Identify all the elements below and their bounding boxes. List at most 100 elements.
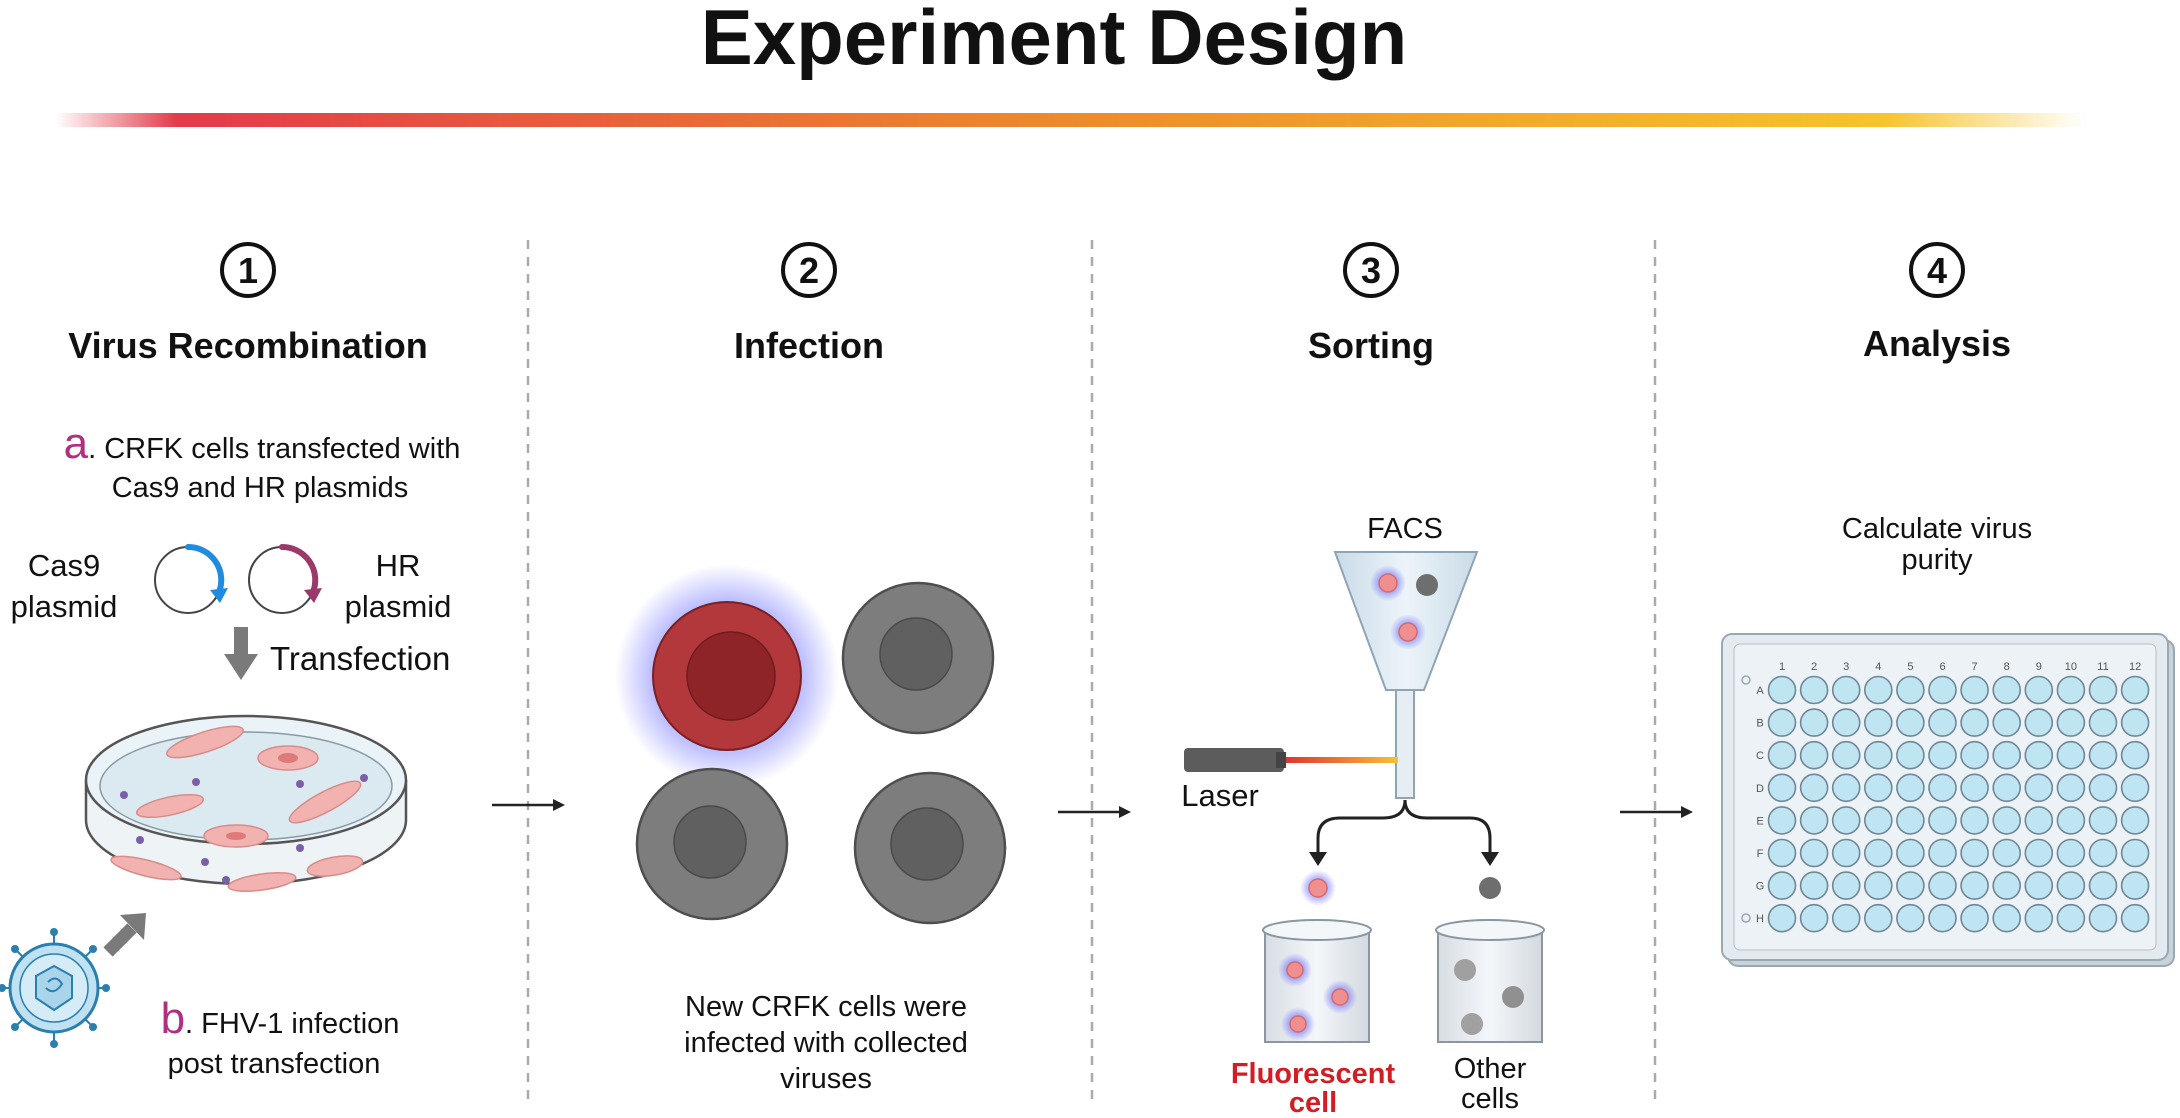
hr-label-line1: HR [376,548,421,583]
plate-well [1928,871,1957,900]
step2-caption-line3: viruses [780,1063,872,1095]
plate-well [1831,708,1861,737]
infected-cell-nucleus [686,631,776,721]
petri-dish-icon [84,714,408,892]
plate-well [2024,740,2054,770]
plate-well [1767,838,1797,868]
step1-b-line1: b. FHV-1 infection [161,994,400,1043]
cas9-label-line2: plasmid [11,589,118,624]
plate-well [1767,773,1797,803]
plate-well [1992,838,2021,868]
plate-row-label: H [1756,913,1764,925]
fhv1-virus-icon [0,928,110,1048]
plate-well [2088,675,2118,705]
step-number-badge [781,242,837,298]
step1-a-line2: Cas9 and HR plasmids [112,472,409,504]
step1-a-line1: a. CRFK cells transfected with [64,419,461,468]
step3-panel: FACS Laser [1181,513,1545,1118]
cas9-label-line1: Cas9 [28,548,100,583]
step-number-badge [220,242,276,298]
infection-arrow-icon [103,913,146,957]
plate-well [1767,740,1797,770]
plate-well [1992,740,2021,770]
plate-well [1767,675,1797,705]
plate-well [1896,773,1925,803]
cell-nucleus [890,807,964,881]
plate-well [1831,838,1861,868]
plate-well [1992,708,2021,737]
header-gradient-bar [55,113,2085,127]
plate-well [1799,806,1829,835]
step1-b-letter: b [161,994,185,1043]
plate-column-label: 3 [1843,661,1849,673]
plate-well [1864,871,1893,900]
plate-well [2120,675,2150,705]
plate-well [2056,871,2086,900]
cell-nucleus [673,805,747,879]
plate-well [1767,806,1797,835]
laser-label: Laser [1181,778,1259,813]
plate-well [1767,903,1797,933]
plate-well [2024,708,2054,737]
step4-caption-line1: Calculate virus [1842,513,2032,545]
step2-caption-line1: New CRFK cells were [685,991,967,1023]
plate-well [1928,806,1957,835]
plate-well [2120,903,2150,933]
plate-well [1896,806,1925,835]
plate-well [1864,903,1893,933]
plate-column-label: 11 [2097,661,2108,673]
plate-well [2120,708,2150,737]
plate-well [1960,871,1989,900]
fluorescent-cell-core [1308,878,1328,898]
plate-row-label: F [1757,848,1764,860]
plate-column-label: 12 [2129,661,2141,673]
plate-well [1831,675,1861,705]
plate-well [1896,871,1925,900]
sorting-branch-arrows [1309,799,1499,866]
plate-well [2120,740,2150,770]
plate-well [1799,740,1829,770]
plate-row-label: G [1756,881,1765,893]
plate-well [2024,838,2054,868]
other-cell-icon [1479,877,1501,899]
step-number-badge [1909,242,1965,298]
step-number: 1 [238,250,258,291]
step-header-3: 3 Sorting [1308,242,1434,366]
step-number: 2 [799,250,819,291]
step-number: 3 [1361,250,1381,291]
transfection-label: Transfection [270,640,450,677]
plate-well [2120,838,2150,868]
facs-label: FACS [1367,513,1443,545]
plate-column-label: 6 [1939,661,1945,673]
step1-panel: a. CRFK cells transfected with Cas9 and … [0,419,460,1080]
plate-well [2024,903,2054,933]
step4-caption-line2: purity [1902,544,1973,576]
plate-well [2024,675,2054,705]
step-header-4: 4 Analysis [1863,242,2011,364]
step-title: Analysis [1863,323,2011,364]
plate-well [2088,806,2118,835]
plate-well [1864,838,1893,868]
plate-row-label: B [1756,718,1763,730]
plate-well [1960,806,1989,835]
plate-well [1928,838,1957,868]
step-number: 4 [1927,250,1947,291]
plate-well [1864,740,1893,770]
plate-well [2056,773,2086,803]
step1-b-line1-text: . FHV-1 infection [185,1008,399,1040]
plate-well [1928,740,1957,770]
plate-well [2056,903,2086,933]
plate-well [1896,675,1925,705]
plate-well [2024,871,2054,900]
page-title: Experiment Design [701,0,1408,81]
plate-well [1992,675,2021,705]
plate-well [2088,708,2118,737]
plate-well [1864,806,1893,835]
step-header-1: 1 Virus Recombination [68,242,428,366]
cas9-plasmid-icon [154,543,228,614]
other-cells-label-line1: Other [1454,1053,1527,1085]
plate-well [1960,708,1989,737]
